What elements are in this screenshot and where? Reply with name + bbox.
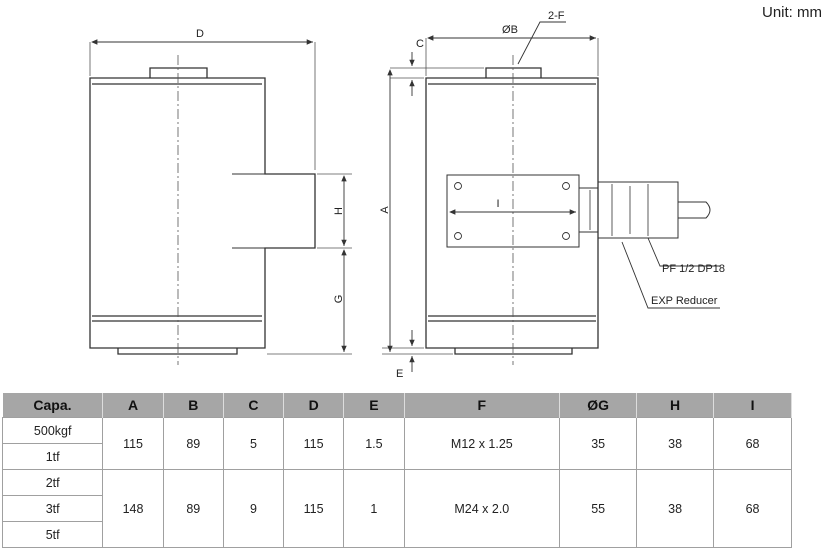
value-i: 68 xyxy=(713,469,792,548)
value-g: 35 xyxy=(559,417,638,470)
value-i: 68 xyxy=(713,417,792,470)
mounting-holes xyxy=(454,182,570,240)
unit-label: Unit: mm xyxy=(762,4,822,21)
header-capa: Capa. xyxy=(2,393,104,418)
exp-leader xyxy=(621,241,720,309)
value-d: 115 xyxy=(282,469,345,548)
table-row: 5tf xyxy=(1,521,792,548)
dimension-a-label: A xyxy=(379,206,391,214)
side-view xyxy=(89,67,316,355)
value-b: 89 xyxy=(162,417,224,470)
dimension-i-label: I xyxy=(496,198,499,210)
value-f: M12 x 1.25 xyxy=(403,417,561,470)
technical-drawing: D H G I ØB 2-F xyxy=(89,10,725,380)
value-d: 115 xyxy=(282,417,345,470)
dimension-d-label: D xyxy=(196,28,204,40)
front-body-outline xyxy=(425,77,599,349)
value-a: 115 xyxy=(102,417,164,470)
header-a: A xyxy=(102,393,164,418)
value-g: 55 xyxy=(559,469,638,548)
dimension-e-label: E xyxy=(396,368,403,380)
value-e: 1.5 xyxy=(343,417,405,470)
header-c: C xyxy=(223,393,284,418)
value-b: 89 xyxy=(162,469,224,548)
header-b: B xyxy=(163,393,224,418)
header-h: H xyxy=(636,393,715,418)
value-f: M24 x 2.0 xyxy=(403,469,561,548)
dimension-f-label: 2-F xyxy=(548,10,565,22)
bottom-foot xyxy=(117,348,238,355)
value-e: 1 xyxy=(343,469,405,548)
value-c: 9 xyxy=(222,469,284,548)
capacity-cell: 2tf xyxy=(1,469,104,496)
top-cap xyxy=(149,67,208,78)
cable xyxy=(678,201,711,219)
dimension-b-label: ØB xyxy=(502,24,518,36)
capacity-cell: 3tf xyxy=(1,495,104,522)
body-outline xyxy=(89,77,316,349)
value-h: 38 xyxy=(636,469,715,548)
capacity-cell: 1tf xyxy=(1,443,104,470)
header-e: E xyxy=(343,393,405,418)
value-c: 5 xyxy=(222,417,284,470)
capacity-cell: 500kgf xyxy=(1,417,104,444)
header-g: ØG xyxy=(559,393,638,418)
exp-reducer xyxy=(578,181,679,239)
dimension-c-label: C xyxy=(416,38,424,50)
value-h: 38 xyxy=(636,417,715,470)
pf-leader xyxy=(647,237,720,267)
spec-table: Capa. A B C D E F ØG H I 500kgf 115 89 5… xyxy=(1,393,792,548)
table-row: 2tf 148 89 9 115 1 M24 x 2.0 55 38 68 xyxy=(1,469,792,548)
exp-callout: EXP Reducer xyxy=(651,295,718,307)
dimension-f-leader xyxy=(517,21,566,65)
table-row: 1tf xyxy=(1,443,792,470)
table-header-row: Capa. A B C D E F ØG H I xyxy=(2,393,792,418)
header-f: F xyxy=(404,393,561,418)
table-row: 500kgf 115 89 5 115 1.5 M12 x 1.25 35 38… xyxy=(1,417,792,470)
value-a: 148 xyxy=(102,469,164,548)
header-i: I xyxy=(713,393,792,418)
capacity-cell: 5tf xyxy=(1,521,104,548)
header-d: D xyxy=(283,393,345,418)
pf-callout: PF 1/2 DP18 xyxy=(662,263,725,275)
dimension-h-label: H xyxy=(333,207,345,215)
front-view xyxy=(425,67,711,355)
dimension-g-label: G xyxy=(333,295,345,304)
